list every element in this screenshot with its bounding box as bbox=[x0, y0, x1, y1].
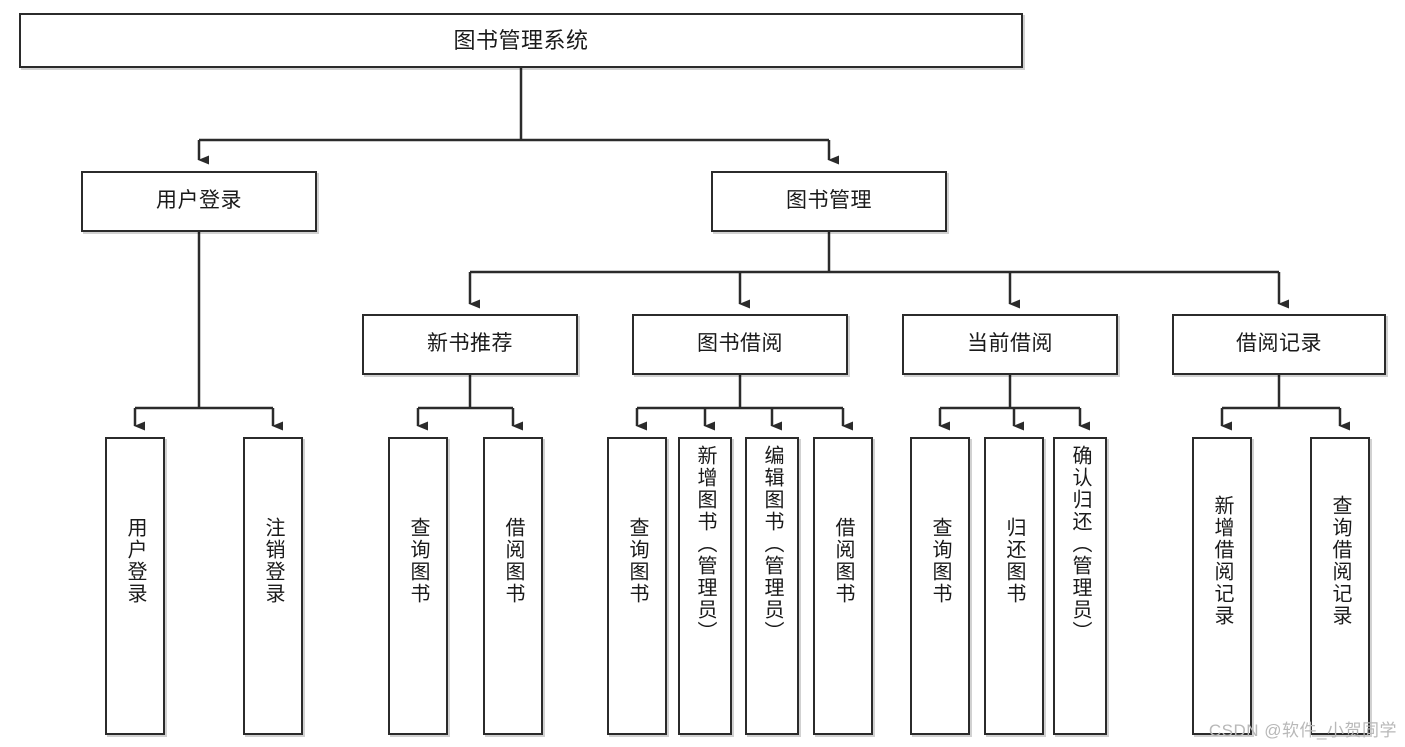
node-leaf-user-login[interactable]: 用户登录 bbox=[105, 437, 165, 735]
node-leaf-query-book-3[interactable]: 查询图书 bbox=[910, 437, 970, 735]
node-leaf-query-book-3-label: 查询图书 bbox=[929, 517, 951, 605]
node-leaf-borrow-book-1-label: 借阅图书 bbox=[502, 517, 524, 605]
node-leaf-edit-book-label: 编辑图书（管理员） bbox=[761, 445, 783, 643]
node-leaf-user-logout[interactable]: 注销登录 bbox=[243, 437, 303, 735]
node-leaf-borrow-book-2[interactable]: 借阅图书 bbox=[813, 437, 873, 735]
node-borrow-record[interactable]: 借阅记录 bbox=[1172, 314, 1386, 375]
node-book-manage-label: 图书管理 bbox=[786, 189, 872, 213]
node-user-login[interactable]: 用户登录 bbox=[81, 171, 317, 232]
node-leaf-confirm-return[interactable]: 确认归还（管理员） bbox=[1053, 437, 1107, 735]
node-leaf-borrow-book-1[interactable]: 借阅图书 bbox=[483, 437, 543, 735]
node-leaf-edit-book[interactable]: 编辑图书（管理员） bbox=[745, 437, 799, 735]
node-leaf-query-record-label: 查询借阅记录 bbox=[1329, 495, 1351, 627]
node-book-borrow-label: 图书借阅 bbox=[697, 332, 783, 356]
node-leaf-query-book-1-label: 查询图书 bbox=[407, 517, 429, 605]
node-root[interactable]: 图书管理系统 bbox=[19, 13, 1023, 68]
node-new-book-recommend[interactable]: 新书推荐 bbox=[362, 314, 578, 375]
node-root-label: 图书管理系统 bbox=[453, 27, 589, 53]
node-leaf-confirm-return-label: 确认归还（管理员） bbox=[1069, 445, 1091, 643]
node-leaf-add-record[interactable]: 新增借阅记录 bbox=[1192, 437, 1252, 735]
node-leaf-return-book-label: 归还图书 bbox=[1003, 517, 1025, 605]
node-current-borrow-label: 当前借阅 bbox=[967, 332, 1053, 356]
node-leaf-return-book[interactable]: 归还图书 bbox=[984, 437, 1044, 735]
node-borrow-record-label: 借阅记录 bbox=[1236, 332, 1322, 356]
node-user-login-label: 用户登录 bbox=[156, 189, 242, 213]
node-leaf-add-record-label: 新增借阅记录 bbox=[1211, 495, 1233, 627]
node-leaf-query-book-2-label: 查询图书 bbox=[626, 517, 648, 605]
node-leaf-query-book-1[interactable]: 查询图书 bbox=[388, 437, 448, 735]
node-leaf-query-record[interactable]: 查询借阅记录 bbox=[1310, 437, 1370, 735]
node-leaf-query-book-2[interactable]: 查询图书 bbox=[607, 437, 667, 735]
watermark: CSDN @软件_小贺同学 bbox=[1208, 721, 1397, 740]
node-leaf-add-book[interactable]: 新增图书（管理员） bbox=[678, 437, 732, 735]
node-leaf-add-book-label: 新增图书（管理员） bbox=[694, 445, 716, 643]
node-current-borrow[interactable]: 当前借阅 bbox=[902, 314, 1118, 375]
node-leaf-borrow-book-2-label: 借阅图书 bbox=[832, 517, 854, 605]
node-new-book-recommend-label: 新书推荐 bbox=[427, 332, 513, 356]
node-leaf-user-login-label: 用户登录 bbox=[124, 517, 146, 605]
node-book-borrow[interactable]: 图书借阅 bbox=[632, 314, 848, 375]
node-leaf-user-logout-label: 注销登录 bbox=[262, 517, 284, 605]
node-book-manage[interactable]: 图书管理 bbox=[711, 171, 947, 232]
